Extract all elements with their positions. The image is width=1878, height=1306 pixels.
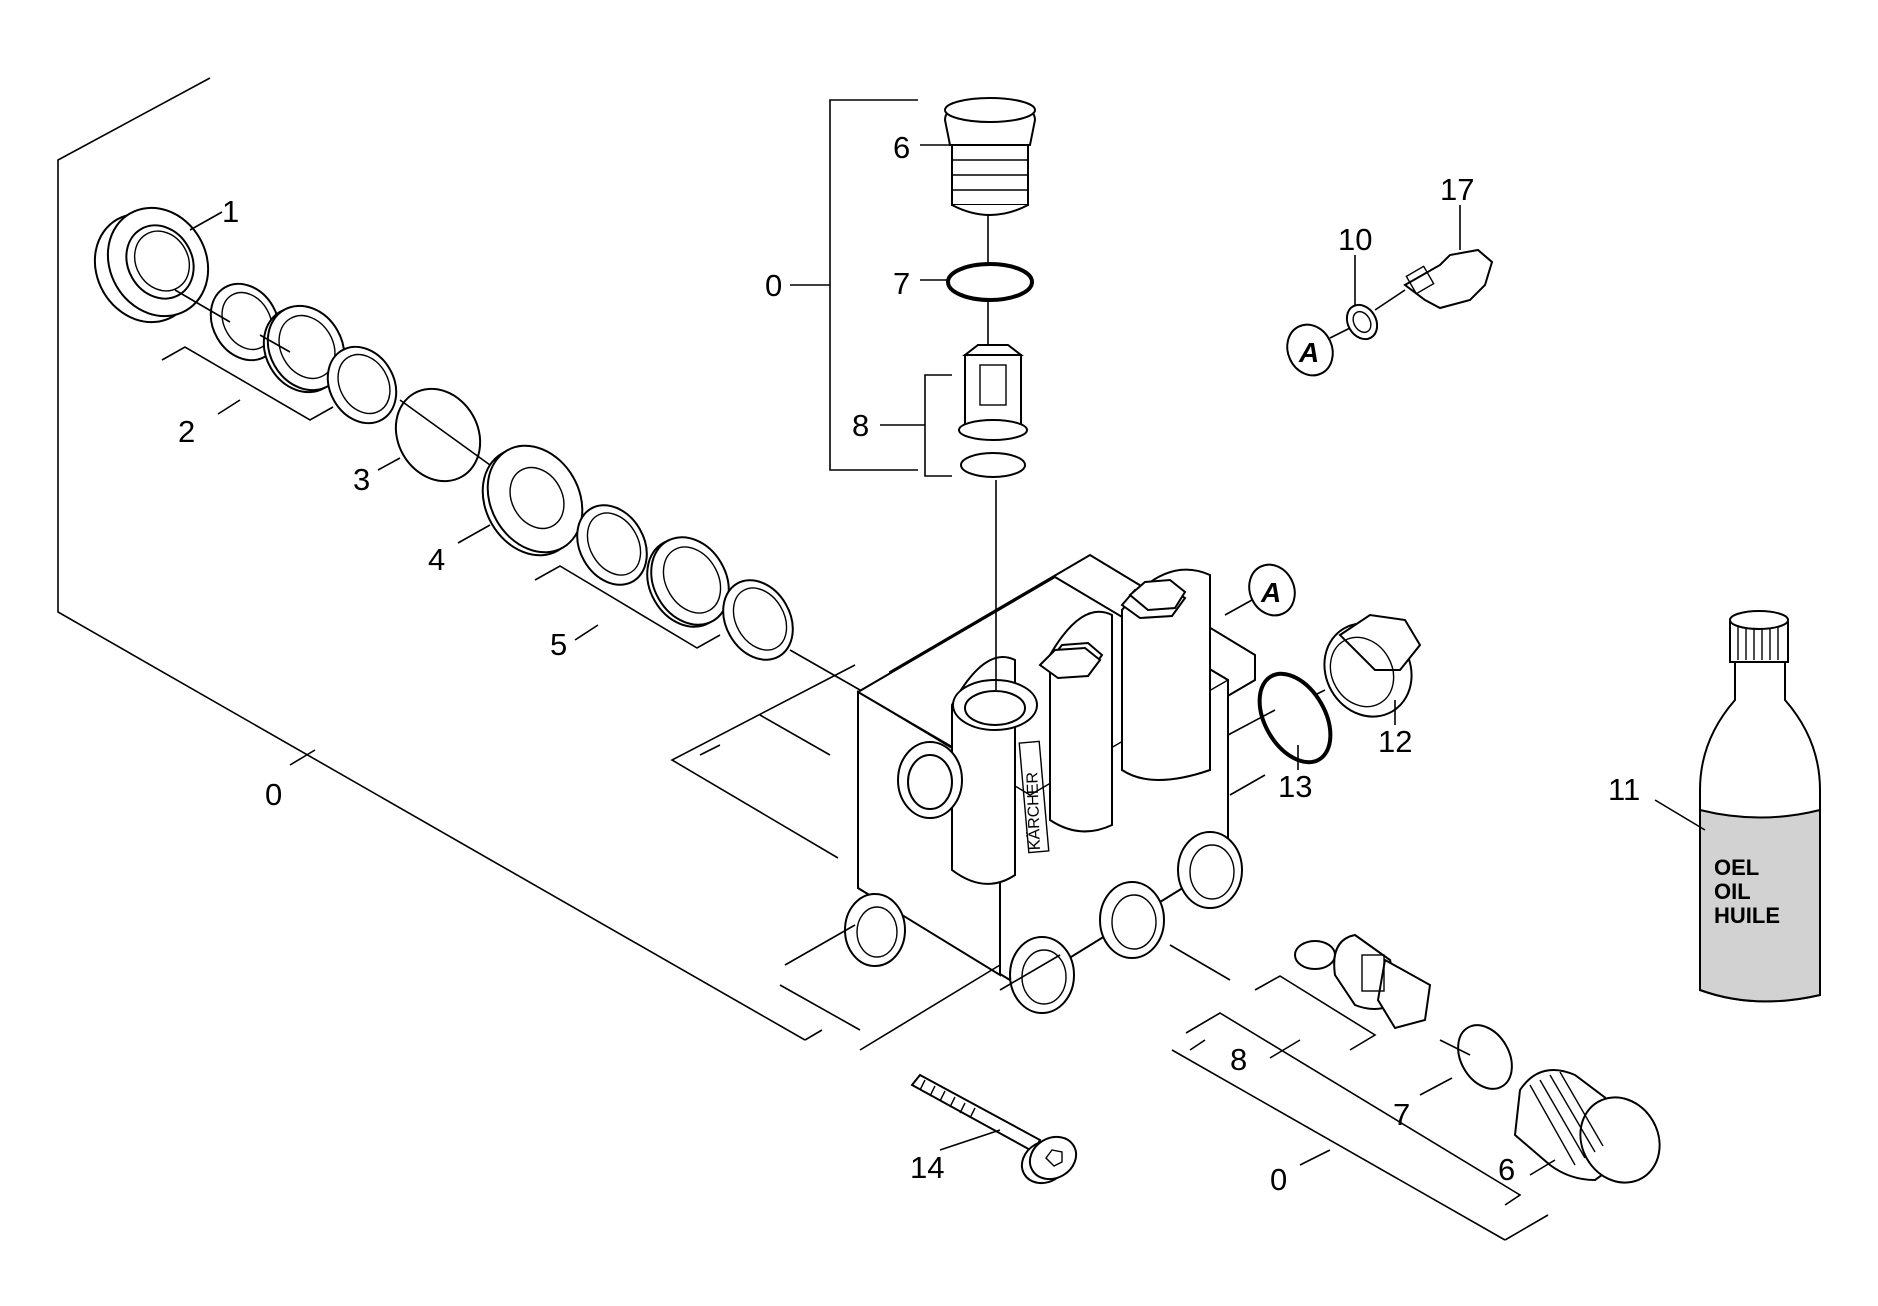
bottle-text-oel: OEL (1714, 855, 1759, 880)
label-part-8-top: 8 (852, 408, 869, 443)
label-part-7-bottom: 7 (1393, 1097, 1410, 1132)
part-13-o-ring (1257, 671, 1333, 770)
label-part-11: 11 (1608, 772, 1640, 807)
part-17-fitting (1403, 205, 1494, 310)
part-3-o-ring (377, 387, 491, 483)
label-part-4: 4 (428, 542, 445, 577)
label-part-2: 2 (178, 414, 195, 449)
label-part-7-top: 7 (893, 266, 910, 301)
label-part-0-left: 0 (265, 777, 282, 812)
callout-a-top (1286, 323, 1351, 377)
part-2-seal-set (161, 282, 398, 425)
part-7-top-o-ring (920, 262, 1034, 302)
label-callout-a-top: A (1298, 337, 1319, 368)
bottle-text-oil: OIL (1714, 879, 1751, 904)
part-8-bottom-valve (1254, 933, 1432, 1059)
label-part-17: 17 (1440, 172, 1474, 207)
bracket-left-assembly (57, 77, 823, 1041)
part-1-nut (93, 206, 223, 324)
label-part-13: 13 (1278, 769, 1312, 804)
label-part-0-bottom: 0 (1270, 1162, 1287, 1197)
part-11-oil-bottle: OEL OIL HUILE (1654, 610, 1821, 1003)
label-part-5: 5 (550, 627, 567, 662)
part-14-bolt (910, 1073, 1078, 1185)
callout-a-mid (1224, 563, 1296, 617)
label-part-8-bottom: 8 (1230, 1042, 1247, 1077)
label-part-1: 1 (222, 194, 239, 229)
part-8-top-valve (880, 344, 1028, 478)
part-5-seal-set (534, 504, 861, 691)
label-part-10: 10 (1338, 222, 1372, 257)
brand-text: KÄRCHER (1023, 772, 1044, 851)
part-4-washer (457, 444, 584, 557)
label-part-12: 12 (1378, 724, 1412, 759)
label-part-3: 3 (353, 462, 370, 497)
part-7-bottom-o-ring (1419, 1024, 1513, 1096)
label-part-6-top: 6 (893, 130, 910, 165)
bracket-top-valve (790, 99, 997, 690)
pump-head-block: KÄRCHER (670, 553, 1276, 1051)
callout-labels: 0 1 2 3 4 5 0 6 7 8 17 10 A A 12 13 11 1… (178, 130, 1640, 1197)
label-part-14: 14 (910, 1150, 944, 1185)
bottle-text-huile: HUILE (1714, 903, 1780, 928)
label-part-0-top: 0 (765, 268, 782, 303)
part-6-top-plug (920, 97, 1037, 216)
bracket-bottom-valve (1171, 1012, 1549, 1241)
label-part-6-bottom: 6 (1498, 1152, 1515, 1187)
part-6-bottom-plug (1439, 1039, 1661, 1184)
part-12-plug (1314, 613, 1422, 725)
label-callout-a-mid: A (1260, 577, 1281, 608)
part-10-washer (1345, 255, 1406, 341)
